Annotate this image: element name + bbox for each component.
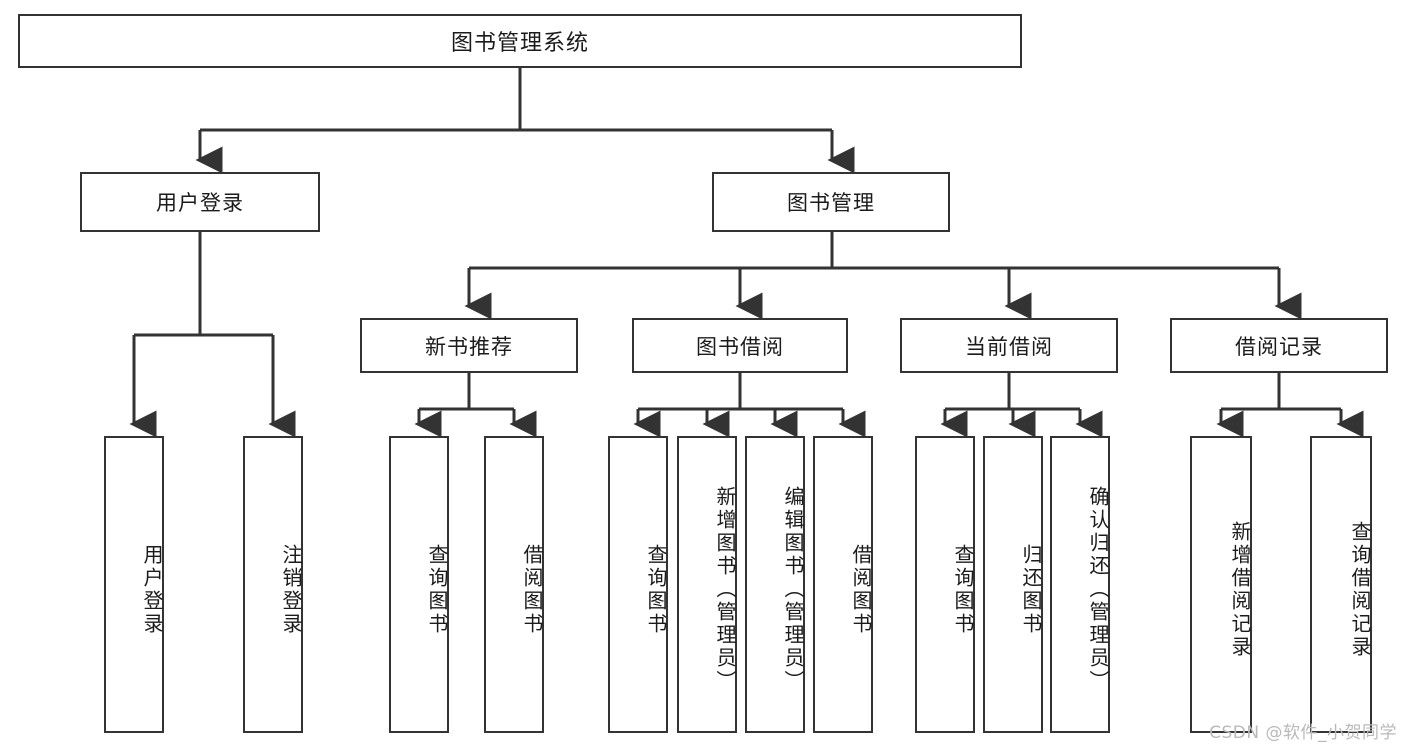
node-current-borrow[interactable]: 当前借阅: [900, 318, 1118, 373]
leaf-user-logout-label: 注销登录: [279, 543, 303, 636]
node-root-label: 图书管理系统: [450, 31, 589, 56]
leaf-currentborrow-query-book-label: 查询图书: [951, 543, 975, 636]
leaf-bookborrow-borrow-book-label: 借阅图书: [849, 543, 873, 636]
leaf-borrowrecord-query-record[interactable]: 查询借阅记录: [1310, 436, 1372, 733]
node-book-borrow[interactable]: 图书借阅: [632, 318, 848, 373]
leaf-currentborrow-confirm-return[interactable]: 确认归还（管理员）: [1050, 436, 1110, 733]
leaf-currentborrow-query-book[interactable]: 查询图书: [915, 436, 975, 733]
node-new-book-rec[interactable]: 新书推荐: [360, 318, 578, 373]
leaf-newbook-query-book-label: 查询图书: [425, 543, 449, 636]
node-book-manage[interactable]: 图书管理: [712, 172, 950, 232]
leaf-user-login[interactable]: 用户登录: [104, 436, 164, 733]
leaf-newbook-borrow-book[interactable]: 借阅图书: [484, 436, 544, 733]
leaf-user-logout[interactable]: 注销登录: [243, 436, 303, 733]
node-borrow-record-label: 借阅记录: [1235, 334, 1323, 359]
leaf-currentborrow-return-book-label: 归还图书: [1019, 543, 1043, 636]
leaf-newbook-query-book[interactable]: 查询图书: [389, 436, 449, 733]
node-root[interactable]: 图书管理系统: [18, 14, 1022, 68]
leaf-bookborrow-query-book-label: 查询图书: [644, 543, 668, 636]
leaf-currentborrow-return-book[interactable]: 归还图书: [983, 436, 1043, 733]
node-new-book-rec-label: 新书推荐: [425, 334, 513, 359]
node-user-login-label: 用户登录: [156, 191, 244, 215]
watermark: CSDN @软件_小贺同学: [1209, 723, 1397, 743]
leaf-bookborrow-borrow-book[interactable]: 借阅图书: [813, 436, 873, 733]
node-book-borrow-label: 图书借阅: [696, 334, 784, 359]
leaf-currentborrow-confirm-return-label: 确认归还（管理员）: [1086, 486, 1110, 693]
leaf-borrowrecord-query-record-label: 查询借阅记录: [1348, 520, 1372, 659]
node-user-login[interactable]: 用户登录: [80, 172, 320, 232]
leaf-bookborrow-edit-book[interactable]: 编辑图书（管理员）: [745, 436, 805, 733]
leaf-bookborrow-add-book-label: 新增图书（管理员）: [713, 486, 737, 693]
leaf-bookborrow-add-book[interactable]: 新增图书（管理员）: [677, 436, 737, 733]
leaf-borrowrecord-add-record-label: 新增借阅记录: [1228, 520, 1252, 659]
leaf-borrowrecord-add-record[interactable]: 新增借阅记录: [1190, 436, 1252, 733]
node-current-borrow-label: 当前借阅: [965, 334, 1053, 359]
node-book-manage-label: 图书管理: [787, 191, 875, 215]
leaf-bookborrow-query-book[interactable]: 查询图书: [608, 436, 668, 733]
node-borrow-record[interactable]: 借阅记录: [1170, 318, 1388, 373]
leaf-bookborrow-edit-book-label: 编辑图书（管理员）: [781, 486, 805, 693]
leaf-user-login-label: 用户登录: [140, 543, 164, 636]
leaf-newbook-borrow-book-label: 借阅图书: [520, 543, 544, 636]
